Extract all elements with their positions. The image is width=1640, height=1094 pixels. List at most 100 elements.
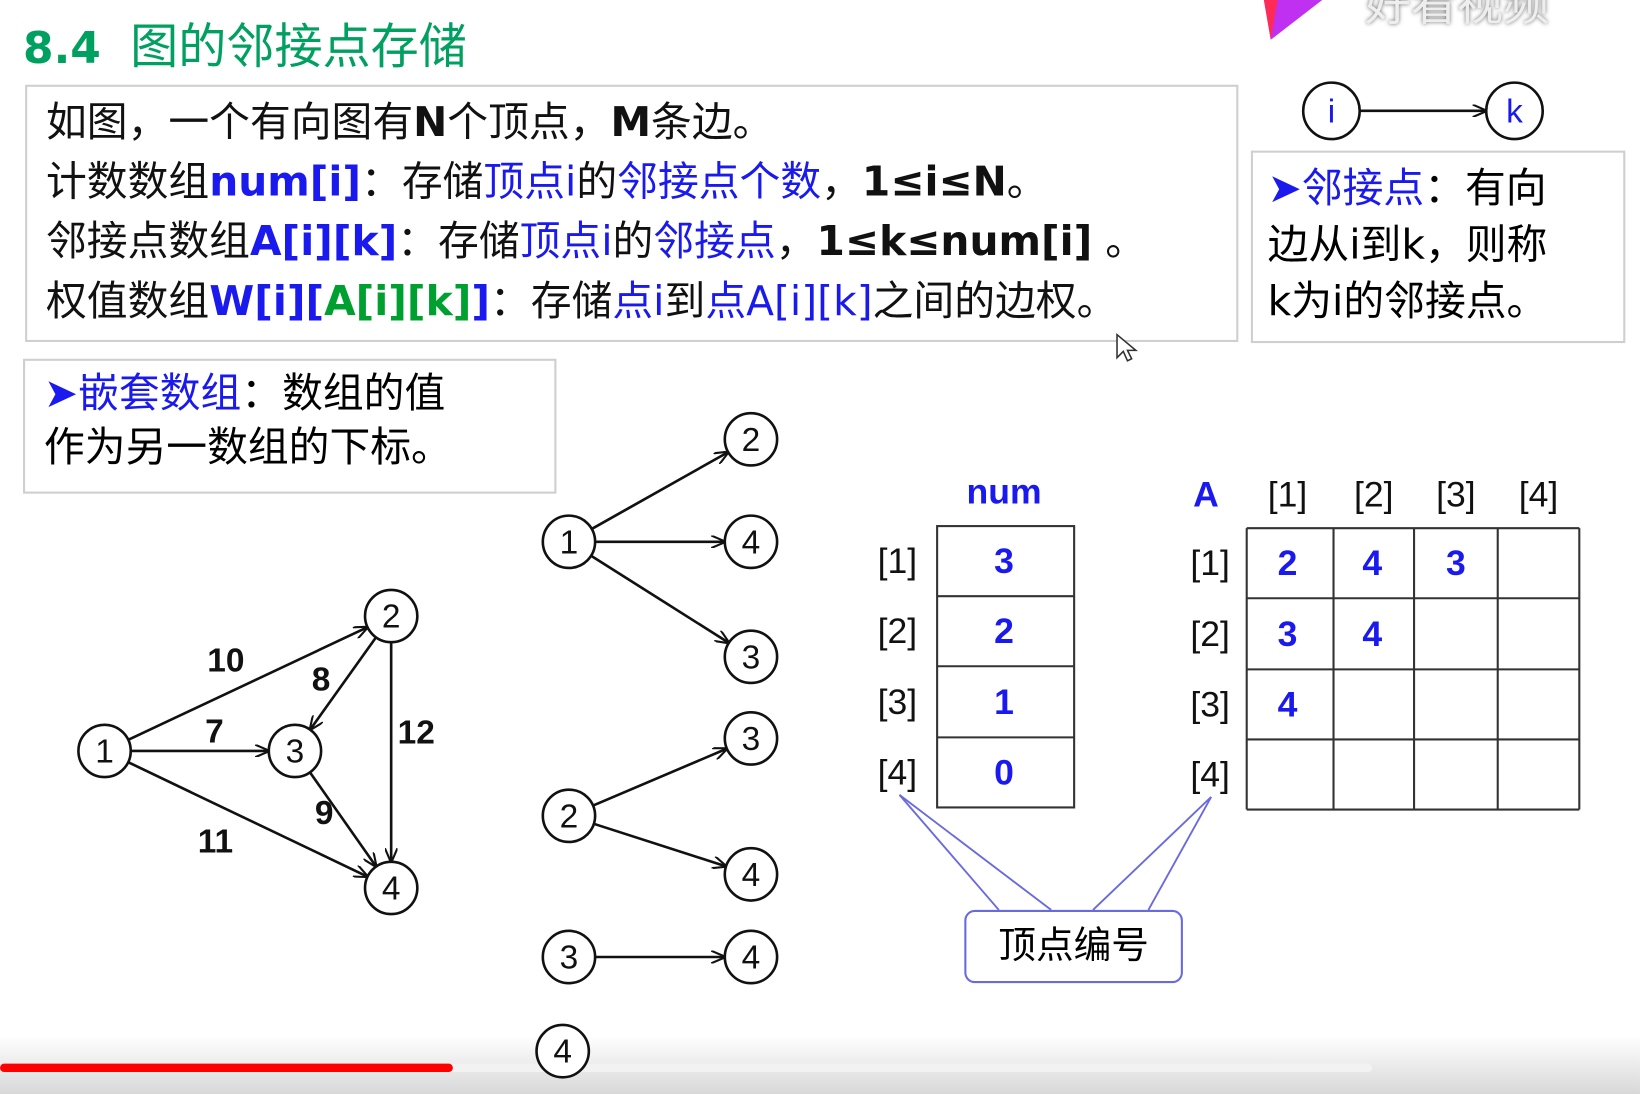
intro-segment: 点i — [612, 278, 665, 326]
a-cell: 4 — [1362, 614, 1382, 654]
edge-weight: 9 — [315, 795, 334, 832]
title-text: 图的邻接点存储 — [130, 17, 467, 75]
a-col-label: [3] — [1436, 475, 1476, 515]
intro-segment: 个顶点， — [447, 99, 611, 147]
intro-segment: ， — [775, 218, 817, 266]
arrow-bullet-icon: ➤ — [1267, 165, 1302, 213]
intro-line: 如图，一个有向图有N个顶点，M条边。 — [46, 93, 1236, 153]
intro-segment: num[i] — [209, 158, 362, 207]
node-label: 2 — [742, 422, 761, 459]
node-label: k — [1506, 93, 1523, 130]
num-row-label: [1] — [878, 541, 918, 581]
num-row-label: [3] — [878, 682, 918, 722]
intro-segment: 顶点i — [519, 218, 613, 266]
node-circle — [77, 723, 133, 779]
num-row-label: [2] — [878, 611, 918, 651]
intro-segment: ：存储 — [361, 158, 484, 207]
callout-line — [1147, 796, 1212, 911]
edge-arrow — [593, 822, 726, 867]
node-circle — [723, 929, 779, 985]
edge-weight: 7 — [205, 714, 224, 751]
node-circle — [541, 929, 597, 985]
intro-segment: 。 — [1006, 158, 1048, 207]
num-cell: 2 — [994, 611, 1014, 651]
node-label: 2 — [382, 599, 401, 636]
callout-line — [898, 794, 1000, 911]
callout-line — [898, 794, 1052, 911]
intro-segment: 邻接点个数 — [617, 158, 822, 207]
logo-mark — [1255, 0, 1349, 42]
intro-segment: 条边。 — [651, 99, 774, 147]
edge-arrow — [590, 554, 729, 643]
node-label: 4 — [382, 871, 401, 908]
intro-segment: 邻接点 — [653, 218, 776, 266]
node-label: 4 — [742, 857, 761, 894]
intro-segment: M — [610, 99, 652, 147]
edge-arrow — [127, 761, 367, 876]
node-label: 4 — [742, 940, 761, 977]
video-progress-bar[interactable] — [0, 1063, 1373, 1073]
intro-segment: 。 — [1092, 218, 1147, 266]
node-label: 1 — [560, 524, 579, 561]
intro-segment: 之间的边权。 — [872, 278, 1118, 326]
node-circle — [541, 514, 597, 570]
intro-segment: ， — [821, 158, 862, 207]
definition-box: ➤邻接点：有向 边从i到k，则称 k为i的邻接点。 — [1250, 150, 1626, 344]
node-label: 3 — [560, 940, 579, 977]
node-label: 3 — [286, 734, 305, 771]
definition-term: 邻接点 — [1301, 165, 1425, 213]
node-circle — [541, 788, 597, 844]
intro-segment: 1≤k≤num[i] — [816, 218, 1093, 266]
a-row-label: [2] — [1190, 614, 1230, 654]
mouse-cursor-icon — [1116, 333, 1139, 362]
a-cell: 4 — [1278, 684, 1298, 724]
edge-weight: 12 — [398, 715, 435, 752]
intro-segment: 的 — [612, 218, 654, 266]
node-label: i — [1328, 93, 1335, 130]
edge-weight: 8 — [312, 661, 331, 698]
intro-segment: ] — [471, 278, 491, 326]
intro-segment: A[i][k] — [249, 218, 398, 266]
definition-text-2: 边从i到k，则称 — [1267, 221, 1548, 269]
node-circle — [1301, 81, 1361, 141]
logo-text: 好看视频 — [1364, 0, 1549, 32]
edge-arrow — [310, 636, 378, 729]
node-circle — [723, 629, 779, 685]
intro-segment: ：存储 — [490, 278, 613, 326]
edge-weight: 11 — [198, 823, 233, 860]
intro-segment: N — [413, 99, 448, 147]
section-number: 8.4 — [23, 21, 101, 74]
nested-text-2: 作为另一数组的下标。 — [43, 424, 452, 472]
intro-segment: 的 — [576, 158, 618, 207]
num-cell: 0 — [994, 752, 1014, 792]
node-label: 4 — [742, 524, 761, 561]
callout-line — [1092, 796, 1212, 911]
node-label: 1 — [95, 734, 114, 771]
intro-segment: A[i][k] — [324, 278, 472, 326]
intro-line: 权值数组W[i][A[i][k]]：存储点i到点A[i][k]之间的边权。 — [46, 272, 1236, 332]
num-row-label: [4] — [878, 752, 918, 792]
num-cell: 3 — [994, 541, 1014, 581]
node-label: 3 — [742, 639, 761, 676]
a-row-label: [4] — [1190, 754, 1230, 794]
nested-array-box: ➤嵌套数组：数组的值 作为另一数组的下标。 — [23, 358, 557, 494]
intro-segment: W[i][ — [209, 278, 325, 326]
node-circle — [267, 723, 323, 779]
intro-segment: 1≤i≤N — [861, 158, 1007, 207]
edge-arrow — [127, 627, 367, 742]
node-circle — [363, 860, 419, 916]
num-cell: 1 — [994, 682, 1014, 722]
intro-segment: 如图，一个有向图有 — [46, 99, 414, 147]
video-progress-fill[interactable] — [0, 1063, 453, 1073]
a-row-label: [3] — [1190, 684, 1230, 724]
intro-segment: 顶点i — [483, 158, 577, 207]
a-col-label: [4] — [1519, 475, 1559, 515]
node-label: 3 — [742, 721, 761, 758]
intro-segment: 到 — [664, 278, 706, 326]
definition-text-1: ：有向 — [1424, 165, 1547, 213]
node-label: 4 — [553, 1034, 572, 1071]
a-cell: 3 — [1278, 614, 1298, 654]
intro-segment: 权值数组 — [46, 278, 210, 326]
